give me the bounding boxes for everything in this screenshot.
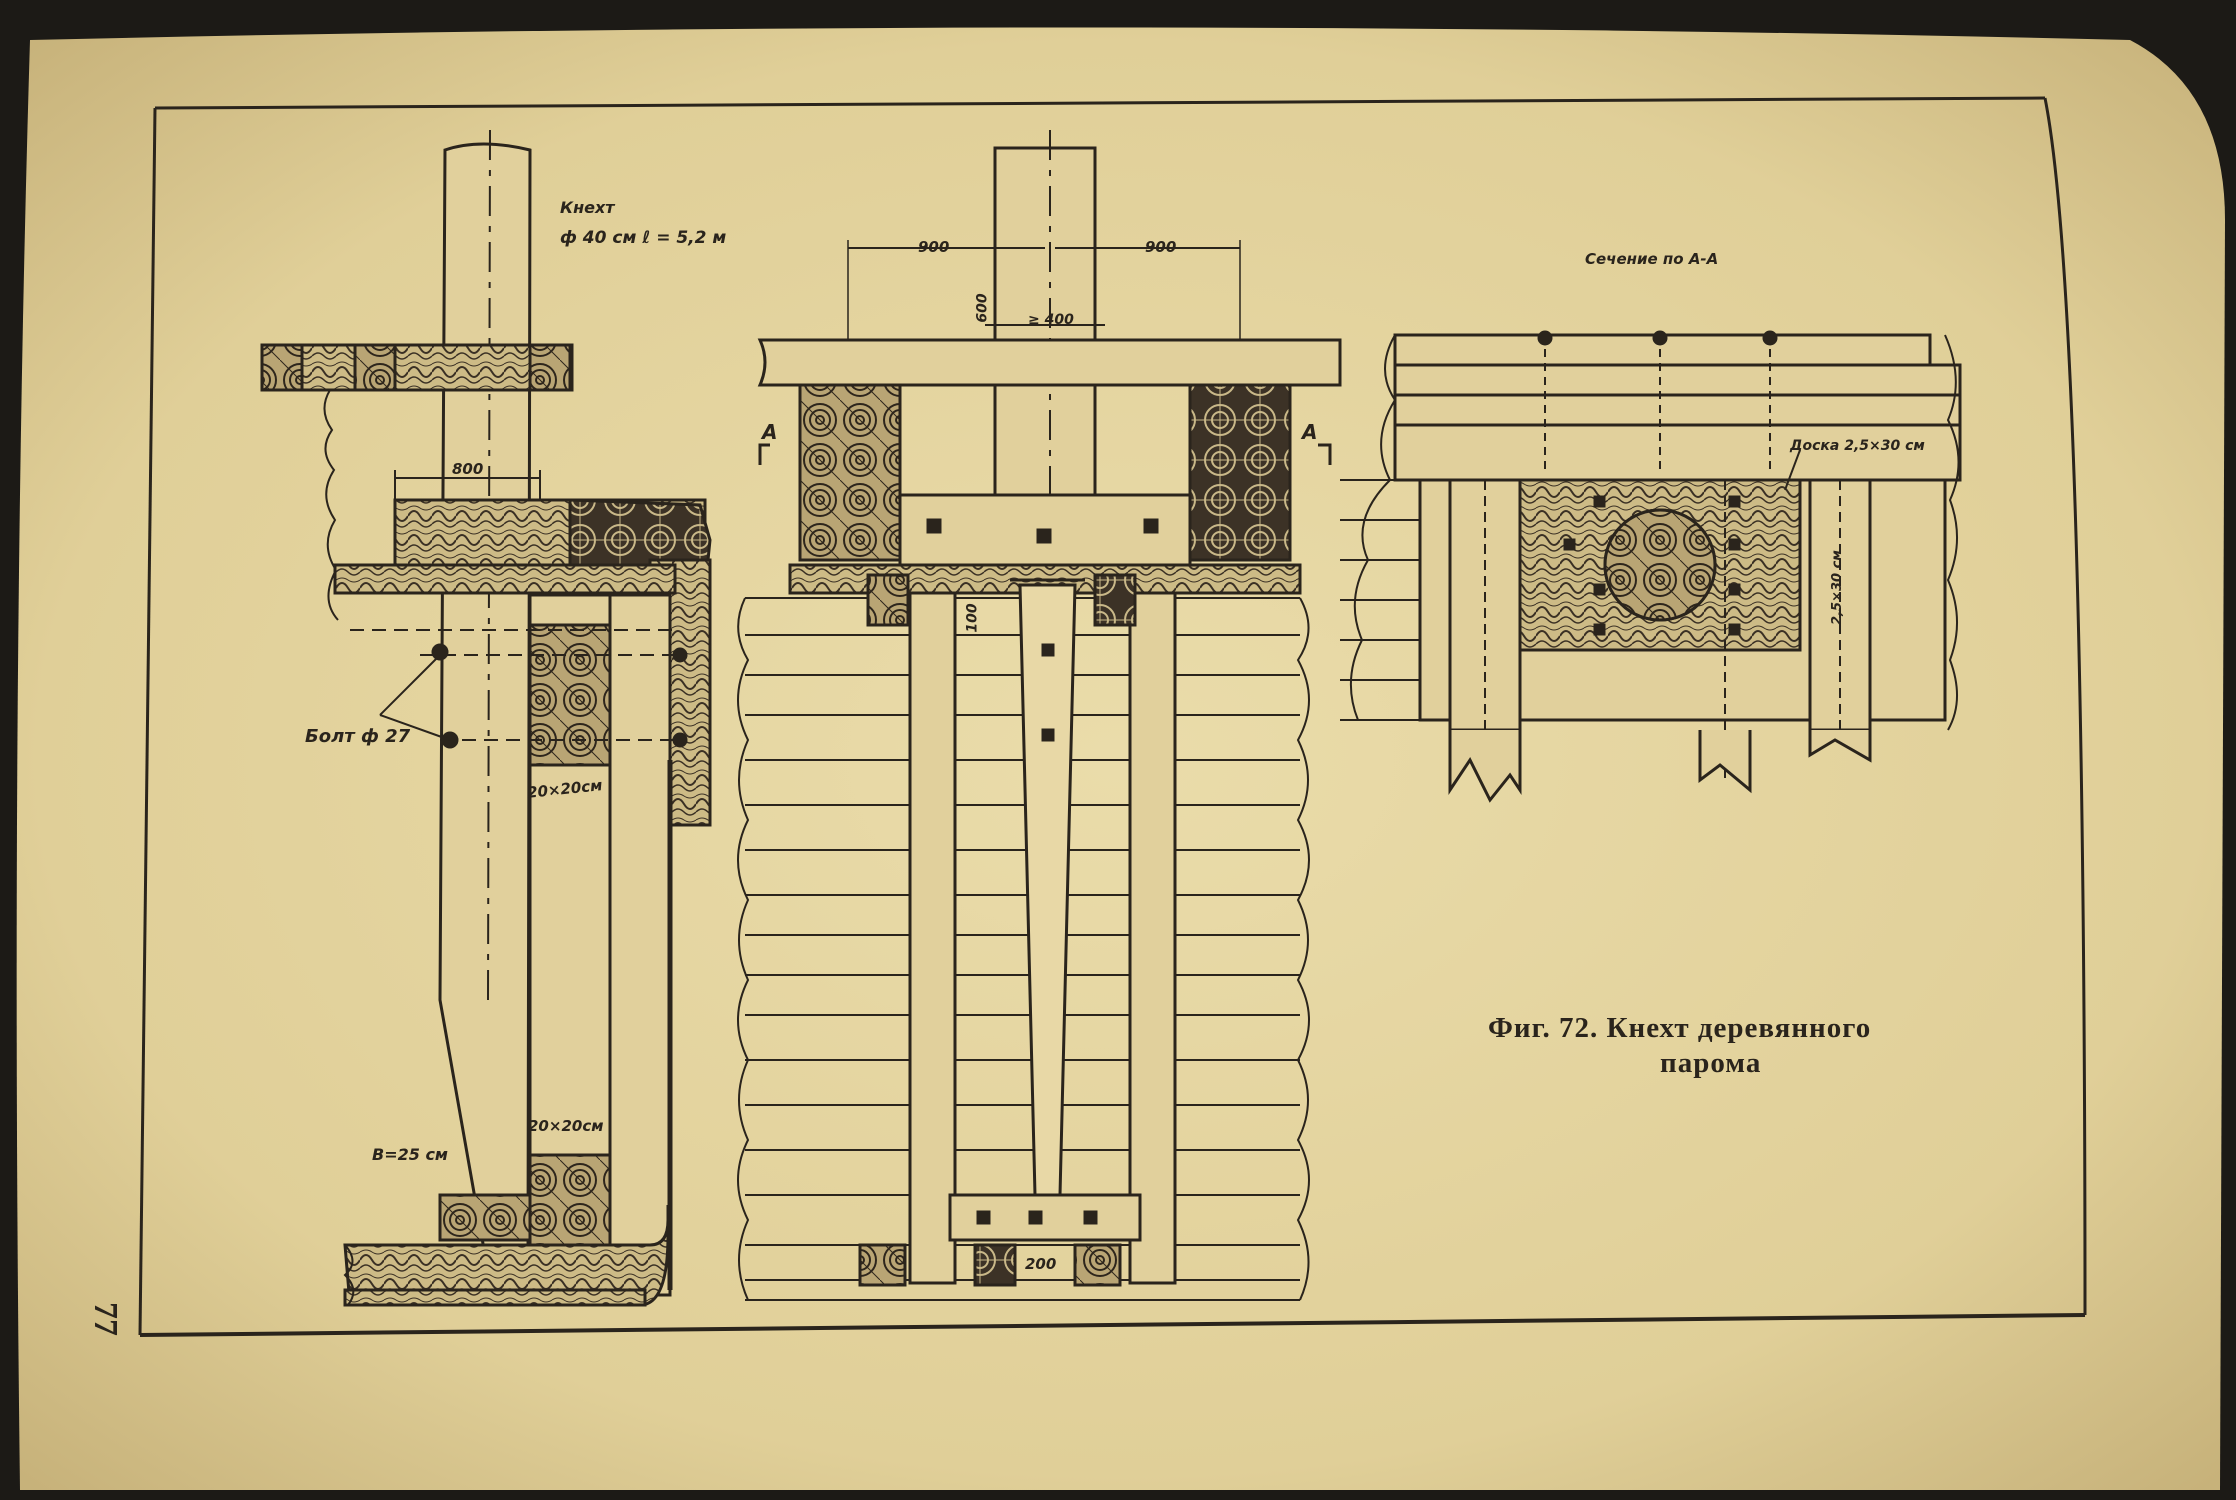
page-number: 77 [87,1302,124,1336]
dimension-right-900: 900 [1145,238,1177,256]
section-plate-label: Доска 2,5×30 см [1790,438,1925,454]
figure-caption-line-2: парома [1660,1047,1762,1079]
section-aa-title: Сечение по А-А [1585,250,1719,268]
side-width-dimension: 800 [452,460,484,478]
section-side-label: 2,5×30 см [1829,550,1845,625]
section-mark-left: А [762,420,778,444]
side-elevation-drawing [260,129,712,1307]
figure-caption-line-1: Фиг. 72. Кнехт деревянного [1488,1012,1872,1044]
dimension-vertical-600: 600 [974,293,991,323]
dimension-bottom-200: 200 [1025,1255,1057,1273]
bollard-title-label: Кнехт [560,198,615,217]
dimension-mid-100: 100 [964,603,981,633]
section-mark-right: А [1302,420,1318,444]
section-aa-drawing [1340,330,1962,803]
bollard-dimensions-label: ф 40 см ℓ = 5,2 м [560,228,727,248]
front-elevation-drawing [737,130,1342,1301]
dimension-left-900: 900 [918,238,950,256]
plank-label: В=25 см [372,1145,448,1164]
beam-lower-label: 20×20см [528,1117,604,1135]
dimension-post: ≥ 400 [1028,312,1074,328]
bolt-label: Болт ф 27 [305,726,411,747]
